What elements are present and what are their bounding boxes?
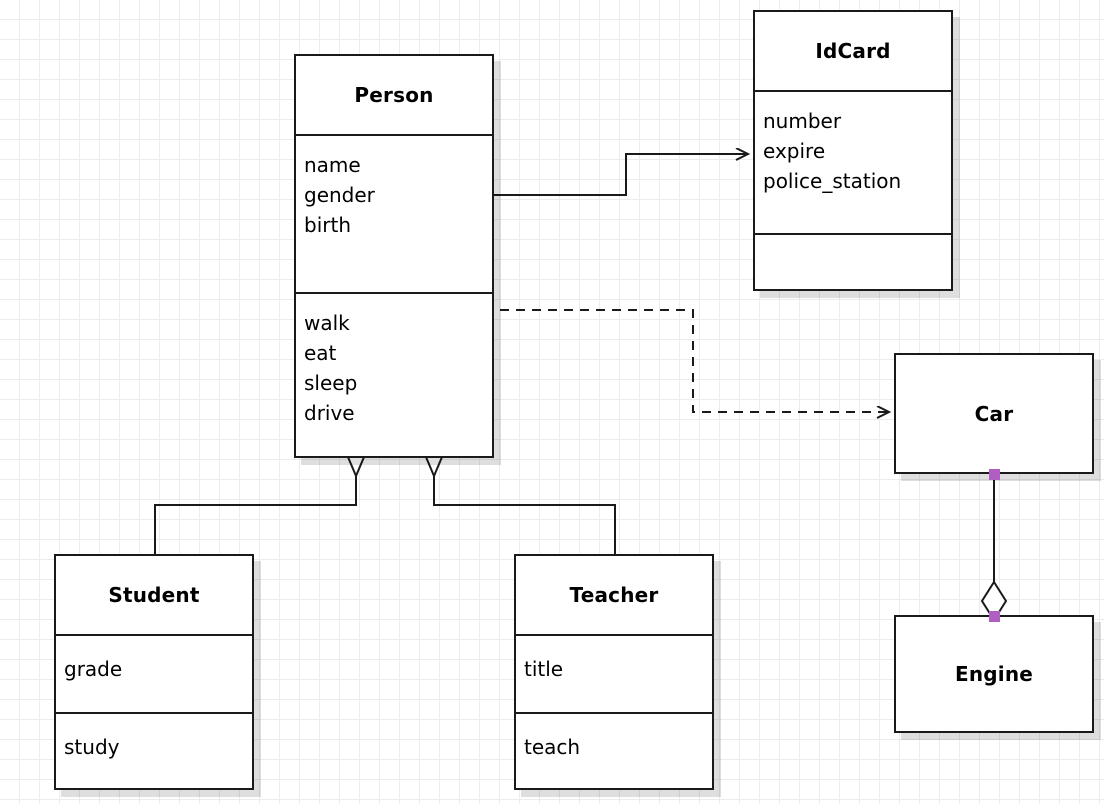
- class-idcard-operations: [755, 233, 951, 289]
- class-car-name: Car: [974, 401, 1014, 426]
- edge-person-car[interactable]: [500, 309, 889, 412]
- class-teacher-name: Teacher: [569, 583, 659, 607]
- class-student-operations: study: [56, 712, 252, 788]
- class-student[interactable]: Student grade study: [54, 554, 254, 790]
- operation-item: walk: [304, 311, 350, 335]
- class-idcard[interactable]: IdCard number expire police_station: [753, 10, 953, 291]
- attribute-item: birth: [304, 213, 351, 237]
- class-idcard-attributes: number expire police_station: [755, 90, 951, 233]
- edge-teacher-person[interactable]: [434, 476, 616, 554]
- class-teacher-attributes: title: [516, 634, 712, 712]
- class-person-operations: walk eat sleep drive: [296, 292, 492, 456]
- operation-item: study: [64, 735, 120, 759]
- attribute-item: grade: [64, 657, 123, 681]
- operation-item: eat: [304, 341, 337, 365]
- connection-handle-engine[interactable]: [989, 611, 1000, 622]
- class-car[interactable]: Car: [894, 353, 1094, 474]
- class-teacher[interactable]: Teacher title teach: [514, 554, 714, 790]
- class-engine-name: Engine: [954, 662, 1034, 686]
- operation-item: teach: [524, 735, 581, 759]
- class-person[interactable]: Person name gender birth walk eat sleep …: [294, 54, 494, 458]
- attribute-item: number: [763, 109, 842, 133]
- attribute-item: expire: [763, 139, 826, 163]
- class-engine[interactable]: Engine: [894, 615, 1094, 733]
- class-person-name: Person: [354, 83, 434, 107]
- class-student-attributes: grade: [56, 634, 252, 712]
- edge-person-idcard[interactable]: [492, 154, 748, 196]
- class-student-name: Student: [108, 583, 200, 607]
- operation-item: sleep: [304, 371, 358, 395]
- edge-car-engine[interactable]: [980, 474, 1008, 622]
- connection-handle-car[interactable]: [989, 469, 1000, 480]
- attribute-item: gender: [304, 183, 375, 207]
- attribute-item: police_station: [763, 169, 902, 193]
- class-teacher-operations: teach: [516, 712, 712, 788]
- class-person-attributes: name gender birth: [296, 134, 492, 292]
- edge-student-person[interactable]: [154, 476, 356, 554]
- attribute-item: title: [524, 657, 564, 681]
- attribute-item: name: [304, 153, 361, 177]
- class-idcard-name: IdCard: [815, 39, 891, 63]
- operation-item: drive: [304, 401, 355, 425]
